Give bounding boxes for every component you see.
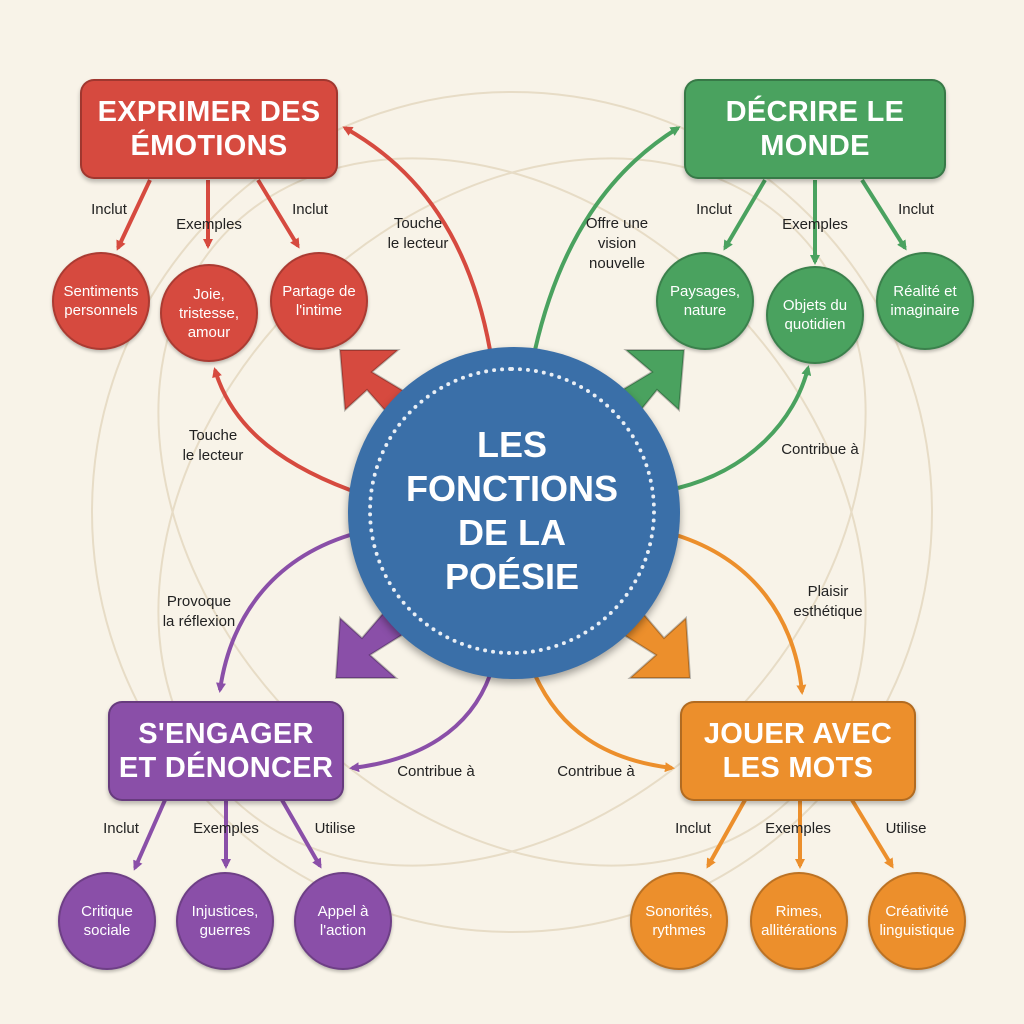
mots-relation-3: Utilise — [885, 820, 927, 837]
engager-center-arrow — [216, 533, 351, 693]
mots-relation-2: Exemples — [765, 820, 831, 837]
mots-child-link-label: Contribue à — [557, 763, 635, 780]
emotions-child-2[interactable]: Joie, tristesse, amour — [160, 264, 258, 362]
mots-child-arrow — [533, 674, 675, 773]
branch-box-mots[interactable]: JOUER AVEC LES MOTS — [680, 701, 916, 801]
emotions-relation-2: Exemples — [176, 216, 242, 233]
monde-relation-2: Exemples — [782, 216, 848, 233]
emotions-relation-1: Inclut — [91, 201, 127, 218]
monde-child-1[interactable]: Paysages, nature — [656, 252, 754, 350]
monde-link-1 — [723, 178, 767, 251]
branch-box-engager[interactable]: S'ENGAGER ET DÉNONCER — [108, 701, 344, 801]
mots-link-1 — [706, 799, 747, 869]
engager-relation-2: Exemples — [193, 820, 259, 837]
mots-relation-1: Inclut — [675, 820, 711, 837]
emotions-child-1[interactable]: Sentiments personnels — [52, 252, 150, 350]
monde-link-3 — [860, 178, 907, 251]
monde-relation-3: Inclut — [898, 201, 934, 218]
monde-center-arrow — [533, 126, 681, 351]
emotions-center-link-label: Touche le lecteur — [387, 215, 449, 252]
engager-link-1 — [133, 799, 167, 871]
emotions-child-arrow — [212, 367, 351, 492]
engager-child-2[interactable]: Injustices, guerres — [176, 872, 274, 970]
branch-box-emotions[interactable]: EXPRIMER DES ÉMOTIONS — [80, 79, 338, 179]
center-hub[interactable]: LES FONCTIONS DE LA POÉSIE — [348, 347, 680, 679]
engager-relation-3: Utilise — [314, 820, 356, 837]
mots-child-2[interactable]: Rimes, allitérations — [750, 872, 848, 970]
mots-child-3[interactable]: Créativité linguistique — [868, 872, 966, 970]
branch-box-monde[interactable]: DÉCRIRE LE MONDE — [684, 79, 946, 179]
emotions-child-link-label: Touche le lecteur — [182, 427, 244, 464]
mots-link-3 — [850, 798, 894, 869]
engager-relation-1: Inclut — [103, 820, 139, 837]
engager-child-3[interactable]: Appel à l'action — [294, 872, 392, 970]
emotions-child-3[interactable]: Partage de l'intime — [270, 252, 368, 350]
engager-child-arrow — [349, 674, 492, 773]
monde-child-link-label: Contribue à — [781, 441, 859, 458]
emotions-center-arrow — [342, 126, 492, 351]
center-hub-inner: LES FONCTIONS DE LA POÉSIE — [368, 367, 656, 655]
monde-child-3[interactable]: Réalité et imaginaire — [876, 252, 974, 350]
monde-child-2[interactable]: Objets du quotidien — [766, 266, 864, 364]
mots-child-1[interactable]: Sonorités, rythmes — [630, 872, 728, 970]
engager-child-link-label: Contribue à — [397, 763, 475, 780]
emotions-link-3 — [256, 178, 300, 249]
engager-link-3 — [280, 799, 322, 869]
engager-child-1[interactable]: Critique sociale — [58, 872, 156, 970]
mots-center-link-label: Plaisir esthétique — [793, 583, 863, 620]
monde-relation-1: Inclut — [696, 201, 732, 218]
center-title: LES FONCTIONS DE LA POÉSIE — [406, 424, 618, 597]
engager-center-link-label: Provoque la réflexion — [162, 593, 236, 630]
emotions-relation-3: Inclut — [292, 201, 328, 218]
mots-center-arrow — [675, 533, 807, 695]
monde-center-link-label: Offre une vision nouvelle — [585, 215, 649, 272]
emotions-link-1 — [116, 179, 152, 251]
monde-child-arrow — [677, 365, 812, 490]
